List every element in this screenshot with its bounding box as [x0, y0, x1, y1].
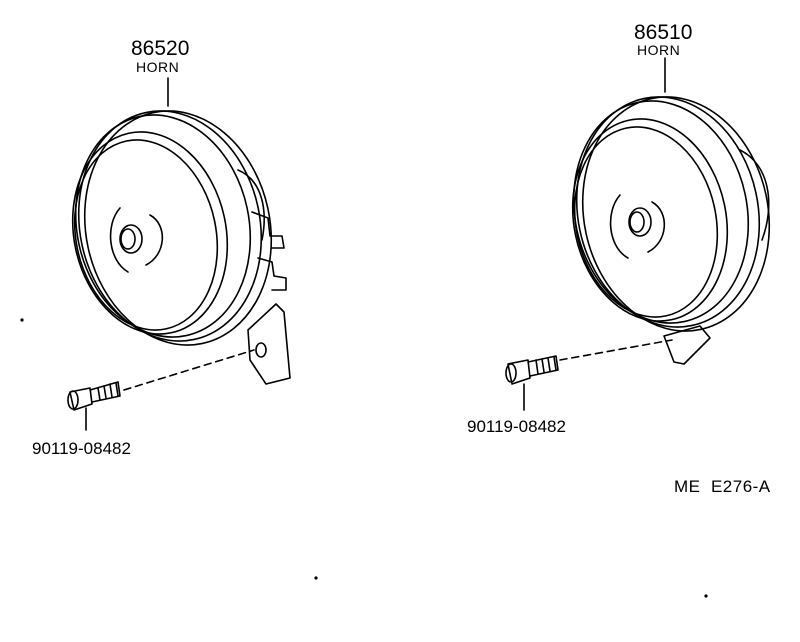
bolt-right	[505, 355, 559, 411]
speck	[314, 576, 318, 580]
speck	[20, 318, 24, 322]
bolt-right-head	[507, 359, 531, 385]
horn-face-swirl	[109, 207, 129, 273]
part-name-86520: HORN	[136, 59, 180, 75]
horn-body-ring	[74, 114, 252, 338]
bolt-number-left: 90119-08482	[32, 439, 131, 458]
horn-86510	[505, 57, 771, 411]
bolt-left-thread	[97, 382, 119, 401]
horn2-body-rear	[581, 96, 771, 332]
horn2-front-inner	[573, 126, 719, 318]
horn2-face-swirl-2	[647, 201, 666, 253]
horn-bracket	[247, 303, 291, 385]
part-number-86520: 86520	[131, 37, 190, 60]
horn-body-rim	[77, 110, 263, 342]
horn2-rear-housing	[739, 149, 770, 241]
horn-terminal-1	[251, 211, 285, 249]
alignment-line-right	[559, 339, 673, 361]
horn-center-nub-inner	[120, 228, 136, 250]
horn-center-nub	[119, 224, 143, 254]
bolt-number-right: 90119-08482	[467, 417, 566, 436]
horn-bracket-hole	[255, 342, 267, 358]
bolt-right-head-face	[505, 363, 517, 383]
horn2-face-swirl	[609, 194, 629, 259]
horn2-bracket	[663, 325, 711, 365]
part-number-86510: 86510	[634, 21, 693, 44]
part-name-86510: HORN	[637, 42, 681, 58]
horn-face-swirl-2	[145, 214, 164, 266]
bolt-right-thread	[535, 356, 557, 375]
horn-front-face	[71, 131, 229, 335]
horn-body-rear	[83, 110, 273, 346]
horn2-front-face	[571, 118, 729, 322]
bolt-left-head-face	[67, 390, 79, 410]
bolt-left	[67, 381, 121, 431]
horn-rear-housing	[237, 169, 265, 241]
horn-terminal-2	[257, 257, 287, 291]
speck	[704, 594, 708, 598]
diagram-code: ME E276-A	[674, 477, 771, 496]
horn2-center-nub	[628, 207, 652, 237]
horn-front-inner	[73, 139, 219, 331]
alignment-line-left	[123, 349, 255, 391]
horn2-center-nub-inner	[629, 211, 645, 233]
bolt-left-head	[69, 387, 93, 411]
horn2-body-rim	[575, 96, 761, 328]
horn-86520	[67, 77, 291, 431]
